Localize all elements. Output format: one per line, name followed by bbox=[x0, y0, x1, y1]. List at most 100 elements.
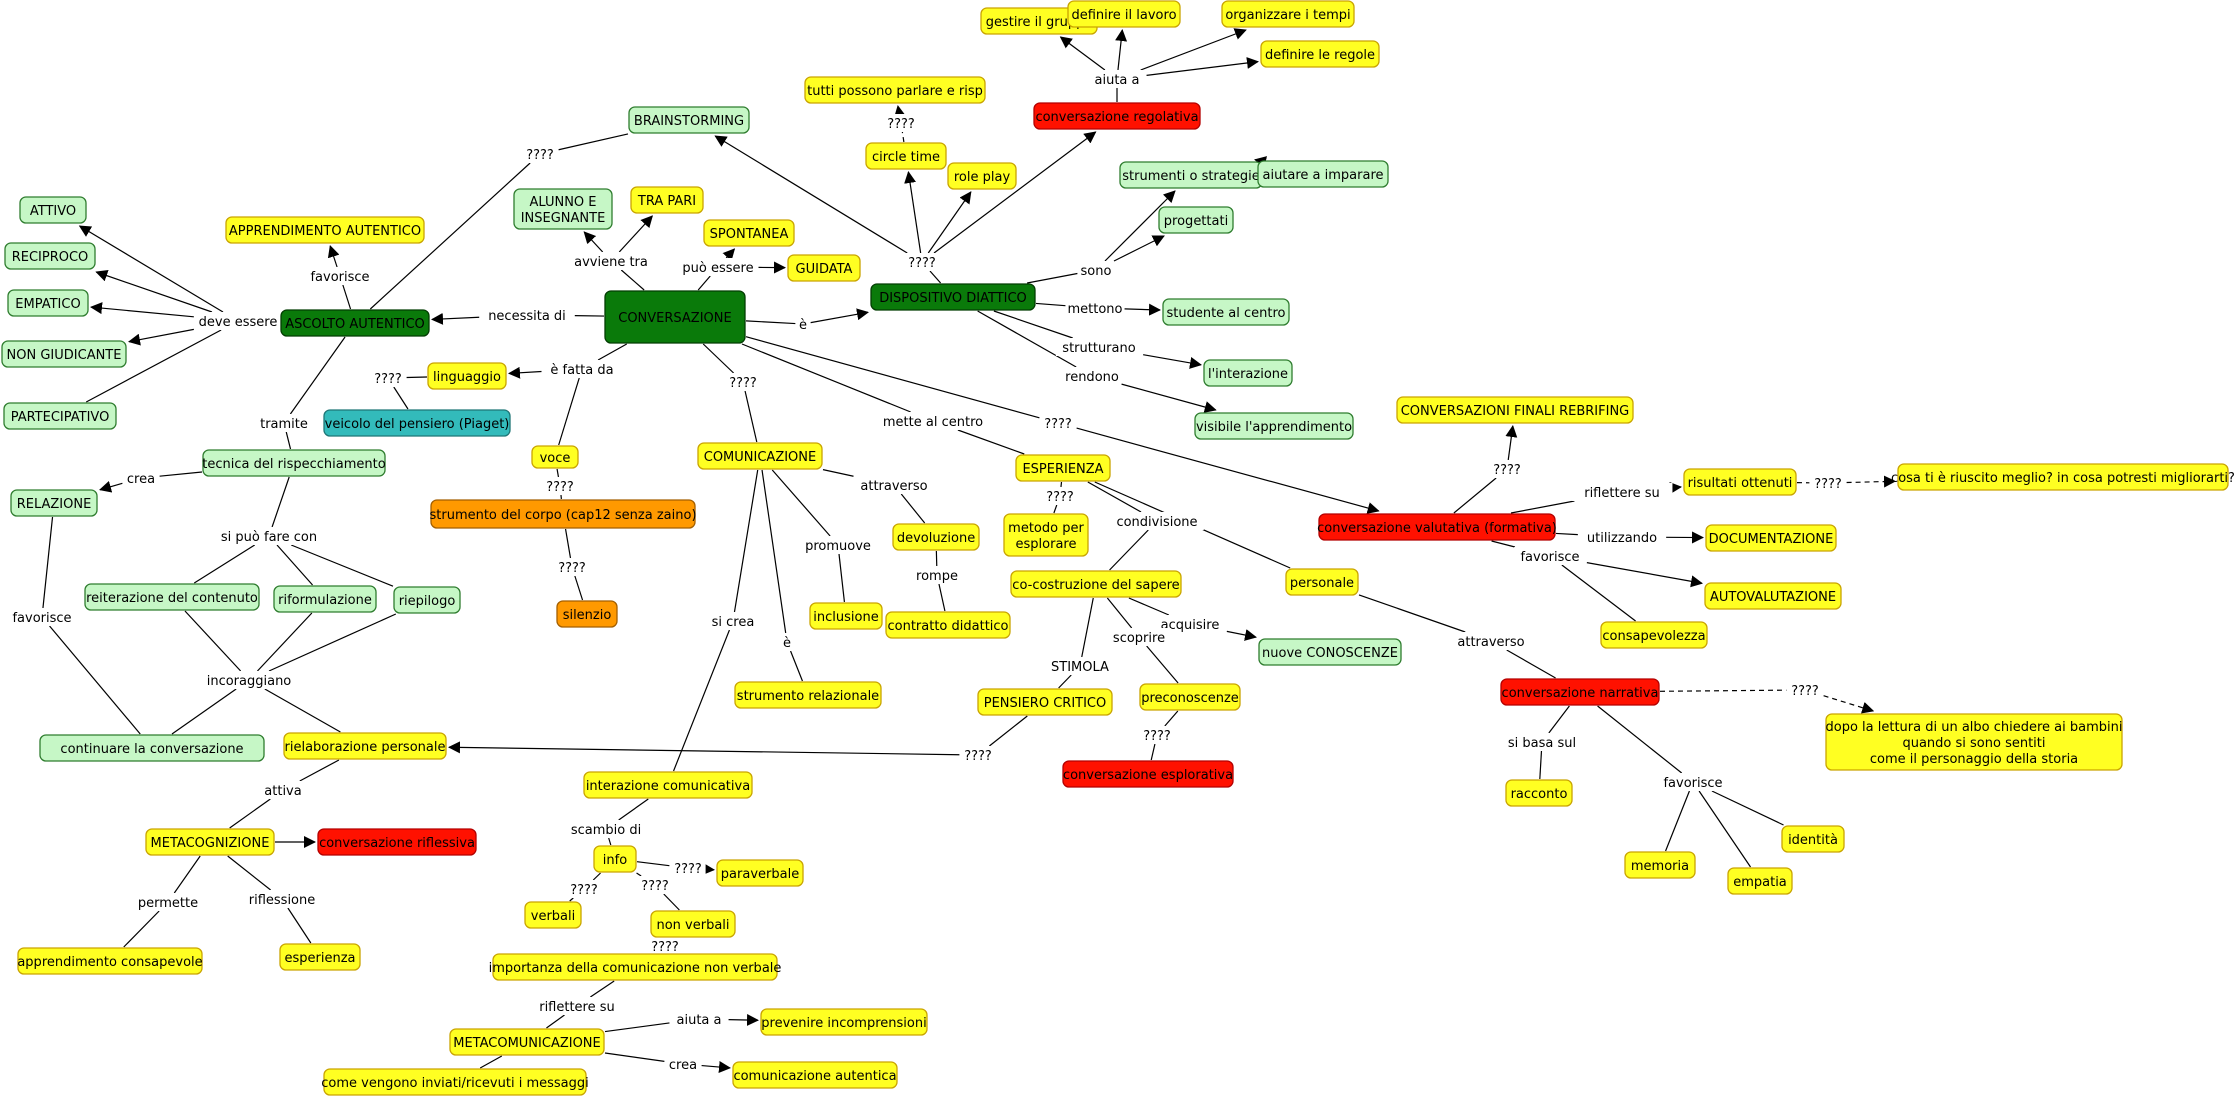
node-strumentorel[interactable]: strumento relazionale bbox=[734, 681, 882, 709]
node-label-line: tutti possono parlare e risp bbox=[807, 84, 983, 99]
node-box bbox=[1505, 779, 1573, 807]
node-nuoveconoscenze[interactable]: nuove CONOSCENZE bbox=[1258, 638, 1402, 666]
node-interazione[interactable]: l'interazione bbox=[1203, 359, 1293, 387]
node-interazionecom[interactable]: interazione comunicativa bbox=[583, 771, 753, 799]
node-info[interactable]: info bbox=[593, 845, 637, 873]
node-linguaggio[interactable]: linguaggio bbox=[427, 362, 507, 390]
node-riformulazione[interactable]: riformulazione bbox=[273, 585, 377, 613]
edge-dispositivo-to-l-rendono bbox=[977, 310, 1077, 368]
node-conversazione[interactable]: CONVERSAZIONE bbox=[604, 290, 746, 344]
node-convfinali[interactable]: CONVERSAZIONI FINALI REBRIFING bbox=[1396, 396, 1634, 424]
node-spontanea[interactable]: SPONTANEA bbox=[703, 219, 795, 247]
node-continuare[interactable]: continuare la conversazione bbox=[39, 734, 265, 762]
edge-l-riflessione-to-esperienza2 bbox=[287, 907, 312, 944]
node-nongiud[interactable]: NON GIUDICANTE bbox=[1, 340, 127, 368]
node-metacom[interactable]: METACOMUNICAZIONE bbox=[449, 1028, 605, 1056]
node-convregolativa[interactable]: conversazione regolativa bbox=[1033, 102, 1201, 130]
node-empatia[interactable]: empatia bbox=[1727, 867, 1793, 895]
link-label-text: rendono bbox=[1065, 370, 1119, 385]
node-convesplorativa[interactable]: conversazione esplorativa bbox=[1062, 760, 1234, 788]
link-label-text: riflettere su bbox=[539, 1000, 615, 1015]
node-relazione[interactable]: RELAZIONE bbox=[10, 489, 98, 517]
node-apprconsapevole[interactable]: apprendimento consapevole bbox=[17, 947, 203, 975]
node-progettati[interactable]: progettati bbox=[1158, 206, 1234, 234]
node-definirelavoro[interactable]: definire il lavoro bbox=[1067, 0, 1181, 28]
edge-l-tramite-to-tecnica bbox=[285, 431, 292, 450]
node-circletime[interactable]: circle time bbox=[865, 142, 947, 170]
node-brainstorming[interactable]: BRAINSTORMING bbox=[628, 106, 750, 134]
edge-convvalutativa-to-l-riflettere2 bbox=[1510, 500, 1575, 514]
node-partecip[interactable]: PARTECIPATIVO bbox=[3, 402, 117, 430]
node-verbali[interactable]: verbali bbox=[524, 901, 582, 929]
node-esperienza[interactable]: ESPERIENZA bbox=[1015, 454, 1111, 482]
node-convvalutativa[interactable]: conversazione valutativa (formativa) bbox=[1317, 513, 1557, 541]
node-ascolto[interactable]: ASCOLTO AUTENTICO bbox=[280, 309, 430, 337]
link-label-q-voce: ???? bbox=[542, 477, 578, 495]
edge-l-riflettere1-to-metacom bbox=[546, 1014, 565, 1029]
node-consapevolezza[interactable]: consapevolezza bbox=[1600, 621, 1708, 649]
node-autovalutazione[interactable]: AUTOVALUTAZIONE bbox=[1704, 582, 1842, 610]
node-comevengono[interactable]: come vengono inviati/ricevuti i messaggi bbox=[321, 1068, 589, 1096]
node-label-line: APPRENDIMENTO AUTENTICO bbox=[229, 224, 421, 239]
node-cosatie[interactable]: cosa ti è riuscito meglio? in cosa potre… bbox=[1891, 463, 2235, 491]
node-paraverbale[interactable]: paraverbale bbox=[716, 859, 804, 887]
node-contratto[interactable]: contratto didattico bbox=[885, 611, 1011, 639]
node-veicolo[interactable]: veicolo del pensiero (Piaget) bbox=[323, 409, 511, 437]
node-memoria[interactable]: memoria bbox=[1624, 851, 1696, 879]
node-strumenti[interactable]: strumenti o strategie bbox=[1119, 161, 1263, 189]
node-silenzio[interactable]: silenzio bbox=[556, 600, 618, 628]
node-visibile[interactable]: visibile l'apprendimento bbox=[1194, 412, 1354, 440]
node-box bbox=[697, 442, 823, 470]
node-pensierocritico[interactable]: PENSIERO CRITICO bbox=[977, 688, 1113, 716]
node-racconto[interactable]: racconto bbox=[1505, 779, 1573, 807]
node-esperienza2[interactable]: esperienza bbox=[279, 943, 361, 971]
node-definireregole[interactable]: definire le regole bbox=[1260, 40, 1380, 68]
node-rielaborazione[interactable]: rielaborazione personale bbox=[283, 732, 447, 760]
node-apprautentico[interactable]: APPRENDIMENTO AUTENTICO bbox=[225, 216, 425, 244]
node-preconoscenze[interactable]: preconoscenze bbox=[1139, 683, 1241, 711]
node-personale[interactable]: personale bbox=[1285, 568, 1359, 596]
node-guidata[interactable]: GUIDATA bbox=[787, 254, 861, 282]
node-voce[interactable]: voce bbox=[531, 445, 579, 469]
link-label-text: deve essere bbox=[199, 315, 278, 330]
node-attivo[interactable]: ATTIVO bbox=[19, 196, 87, 224]
node-nonverbali[interactable]: non verbali bbox=[650, 910, 736, 938]
node-box bbox=[1062, 760, 1234, 788]
node-prevenire[interactable]: prevenire incomprensioni bbox=[760, 1008, 928, 1036]
node-riepilogo[interactable]: riepilogo bbox=[393, 586, 461, 614]
node-aiutare[interactable]: aiutare a imparare bbox=[1257, 160, 1389, 188]
node-identita[interactable]: identità bbox=[1781, 825, 1845, 853]
node-empatico[interactable]: EMPATICO bbox=[7, 289, 89, 317]
node-dispositivo[interactable]: DISPOSITIVO DIATTICO bbox=[870, 283, 1036, 311]
link-label-bg bbox=[904, 253, 940, 271]
node-organizzare[interactable]: organizzare i tempi bbox=[1221, 0, 1355, 28]
node-convriflessiva[interactable]: conversazione riflessiva bbox=[317, 828, 477, 856]
node-inclusione[interactable]: inclusione bbox=[809, 602, 883, 630]
node-comunicazione[interactable]: COMUNICAZIONE bbox=[697, 442, 823, 470]
edge-l-favorisce3-to-consapevolezza bbox=[1561, 564, 1636, 622]
node-costruzione[interactable]: co-costruzione del sapere bbox=[1010, 570, 1182, 598]
link-label-bg bbox=[526, 997, 628, 1015]
node-risultati[interactable]: risultati ottenuti bbox=[1683, 468, 1797, 496]
node-roleplay[interactable]: role play bbox=[947, 162, 1017, 190]
node-tecnica[interactable]: tecnica del rispecchiamento bbox=[202, 449, 386, 477]
node-importanza[interactable]: importanza della comunicazione non verba… bbox=[489, 953, 782, 981]
node-strumentocorpo[interactable]: strumento del corpo (cap12 senza zaino) bbox=[429, 499, 697, 529]
link-label-bg bbox=[1078, 261, 1114, 279]
node-comautentica[interactable]: comunicazione autentica bbox=[732, 1061, 898, 1089]
edge-convvalutativa-to-l-q-finali bbox=[1453, 477, 1497, 514]
node-reiterazione[interactable]: reiterazione del contenuto bbox=[84, 583, 260, 611]
node-studente[interactable]: studente al centro bbox=[1162, 298, 1290, 326]
node-convnarrativa[interactable]: conversazione narrativa bbox=[1500, 678, 1660, 706]
node-documentazione[interactable]: DOCUMENTAZIONE bbox=[1705, 524, 1837, 552]
node-dopolettura[interactable]: dopo la lettura di un albo chiedere ai b… bbox=[1825, 713, 2123, 771]
node-reciproco[interactable]: RECIPROCO bbox=[4, 242, 96, 270]
link-label-bg bbox=[960, 746, 996, 764]
node-devoluzione[interactable]: devoluzione bbox=[892, 523, 980, 551]
node-trapari[interactable]: TRA PARI bbox=[630, 186, 704, 214]
node-metacognizione[interactable]: METACOGNIZIONE bbox=[145, 828, 275, 856]
node-tuttipossono[interactable]: tutti possono parlare e risp bbox=[804, 76, 986, 104]
